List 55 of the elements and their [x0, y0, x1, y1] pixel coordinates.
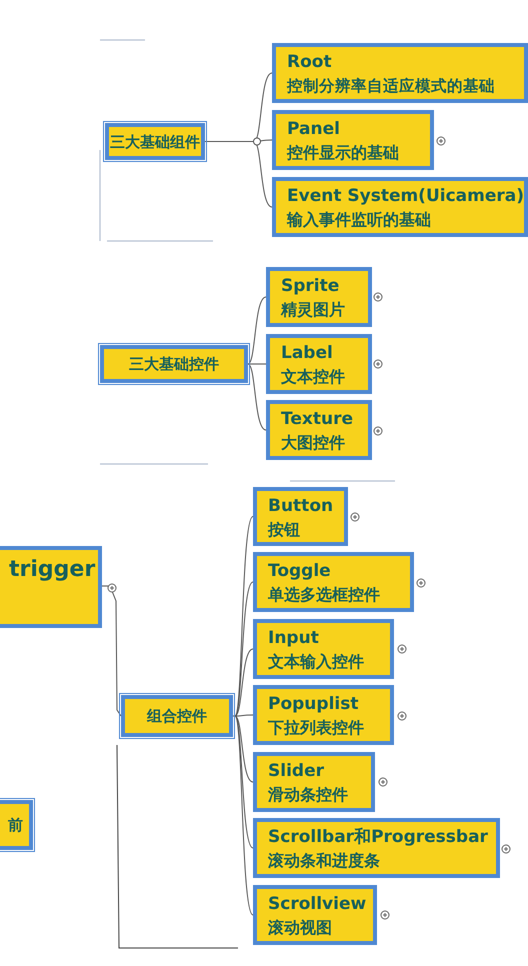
topic-box: [272, 177, 528, 237]
topic-title: Event System(Uicamera): [287, 185, 524, 208]
topic-description: 输入事件监听的基础: [287, 209, 432, 231]
topic-description: 滚动视图: [268, 917, 333, 939]
topic-title: Texture: [281, 408, 354, 431]
topic-description: 大图控件: [281, 432, 346, 454]
topic-box: [253, 685, 394, 745]
topic-title: Toggle: [268, 560, 332, 583]
topic-box: [253, 885, 377, 945]
topic-label: trigger: [9, 558, 96, 582]
connector-line: [248, 364, 266, 430]
topic-box: [266, 334, 372, 394]
topic-description: 精灵图片: [281, 299, 346, 321]
topic-title: Root: [287, 51, 333, 74]
topic-description: 单选多选框控件: [268, 584, 381, 606]
topic-description: 文本控件: [281, 366, 346, 388]
topic-label: 组合控件: [147, 706, 207, 727]
topic-title: Label: [281, 342, 334, 365]
topic-box: [253, 752, 375, 812]
topic-description: 滚动条和进度条: [268, 850, 381, 872]
topic-box: [253, 487, 348, 546]
topic-description: 按钮: [268, 519, 301, 541]
topic-description: 下拉列表控件: [268, 717, 365, 739]
topic-box: [253, 818, 500, 878]
topic-title: Button: [268, 495, 334, 518]
topic-title: Input: [268, 627, 320, 650]
topic-label: 三大基础控件: [129, 354, 219, 375]
topic-box: [0, 546, 102, 628]
topic-title: Scrollview: [268, 893, 368, 916]
topic-box: [100, 345, 248, 383]
topic-label: 三大基础组件: [110, 132, 200, 152]
topic-title: Panel: [287, 118, 341, 141]
topic-box: [272, 43, 528, 103]
connector-line: [232, 716, 254, 782]
topic-box: [121, 695, 233, 737]
connector-line: [232, 716, 254, 916]
topic-title: Scrollbar和Progressbar: [268, 826, 489, 849]
connector-line: [232, 648, 254, 716]
connector-line: [232, 516, 254, 716]
topic-label: 前: [8, 815, 23, 836]
connector-line: [102, 586, 122, 716]
topic-description: 文本输入控件: [268, 651, 365, 673]
topic-box: [272, 110, 434, 170]
topic-box: [266, 400, 372, 460]
topic-description: 控制分辨率自适应模式的基础: [287, 76, 496, 97]
topic-title: Popuplist: [268, 693, 360, 716]
topic-description: 控件显示的基础: [287, 142, 400, 164]
connector-line: [248, 296, 266, 364]
topic-box: [105, 123, 205, 160]
topic-box: [253, 619, 394, 679]
topic-title: Sprite: [281, 275, 340, 298]
topic-box: [253, 552, 414, 612]
topic-box: [266, 267, 372, 327]
topic-description: 滑动条控件: [268, 784, 349, 806]
topic-title: Slider: [268, 760, 325, 783]
